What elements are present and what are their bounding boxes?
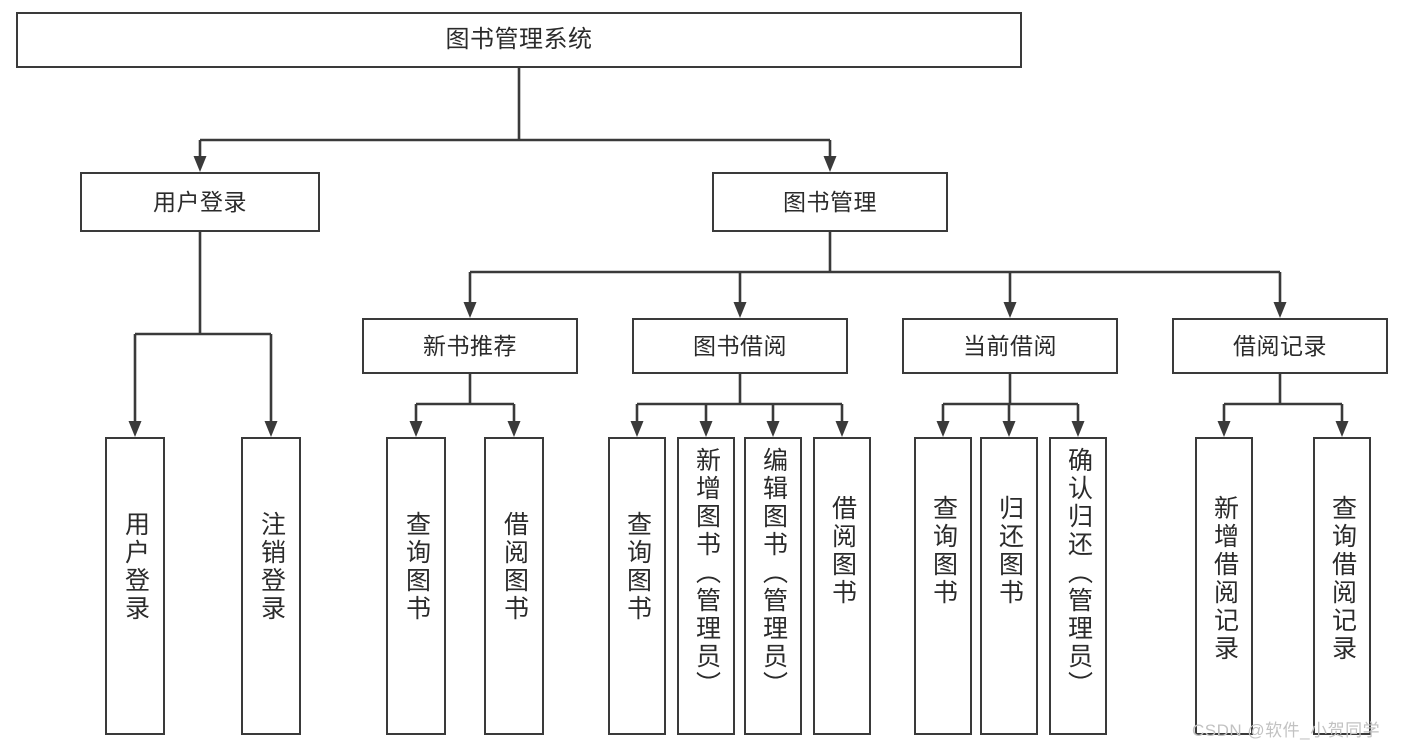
node-leaf_5[interactable]: 新增图书（管理员） xyxy=(677,437,735,735)
node-leaf_7[interactable]: 借阅图书 xyxy=(813,437,871,735)
arrow-head-leaf_2 xyxy=(409,421,423,437)
node-label-l1_0: 用户登录 xyxy=(153,188,247,215)
arrow-head-l1_1 xyxy=(823,156,837,172)
node-label-leaf_10: 确认归还（管理员） xyxy=(1064,447,1093,699)
node-l2_3[interactable]: 借阅记录 xyxy=(1172,318,1388,374)
node-leaf_2[interactable]: 查询图书 xyxy=(386,437,446,735)
node-label-l2_1: 图书借阅 xyxy=(693,332,787,359)
arrow-head-l2_2 xyxy=(1003,302,1017,318)
node-leaf_8[interactable]: 查询图书 xyxy=(914,437,972,735)
arrow-head-leaf_7 xyxy=(835,421,849,437)
arrow-head-leaf_12 xyxy=(1335,421,1349,437)
node-leaf_3[interactable]: 借阅图书 xyxy=(484,437,544,735)
node-label-leaf_5: 新增图书（管理员） xyxy=(692,447,721,699)
node-leaf_6[interactable]: 编辑图书（管理员） xyxy=(744,437,802,735)
node-l1_1[interactable]: 图书管理 xyxy=(712,172,948,232)
node-label-leaf_8: 查询图书 xyxy=(929,495,958,607)
arrow-head-leaf_0 xyxy=(128,421,142,437)
arrow-head-leaf_5 xyxy=(699,421,713,437)
node-l2_2[interactable]: 当前借阅 xyxy=(902,318,1118,374)
node-label-leaf_6: 编辑图书（管理员） xyxy=(759,447,788,699)
node-leaf_11[interactable]: 新增借阅记录 xyxy=(1195,437,1253,735)
node-leaf_9[interactable]: 归还图书 xyxy=(980,437,1038,735)
node-leaf_4[interactable]: 查询图书 xyxy=(608,437,666,735)
csdn-watermark: CSDN @软件_小贺同学 xyxy=(1192,721,1381,740)
node-leaf_0[interactable]: 用户登录 xyxy=(105,437,165,735)
node-label-root: 图书管理系统 xyxy=(445,26,593,54)
node-label-leaf_1: 注销登录 xyxy=(257,511,286,623)
node-l1_0[interactable]: 用户登录 xyxy=(80,172,320,232)
node-leaf_1[interactable]: 注销登录 xyxy=(241,437,301,735)
arrow-head-leaf_11 xyxy=(1217,421,1231,437)
node-label-l2_2: 当前借阅 xyxy=(963,332,1057,359)
arrow-head-l2_3 xyxy=(1273,302,1287,318)
node-label-leaf_9: 归还图书 xyxy=(995,495,1024,607)
arrow-head-leaf_10 xyxy=(1071,421,1085,437)
arrow-head-leaf_1 xyxy=(264,421,278,437)
node-root[interactable]: 图书管理系统 xyxy=(16,12,1022,68)
node-leaf_10[interactable]: 确认归还（管理员） xyxy=(1049,437,1107,735)
node-label-leaf_11: 新增借阅记录 xyxy=(1210,495,1239,663)
node-label-leaf_4: 查询图书 xyxy=(623,511,652,623)
node-label-leaf_7: 借阅图书 xyxy=(828,495,857,607)
arrow-head-l2_1 xyxy=(733,302,747,318)
node-label-l2_0: 新书推荐 xyxy=(423,332,517,359)
node-label-leaf_3: 借阅图书 xyxy=(500,511,529,623)
arrow-head-leaf_9 xyxy=(1002,421,1016,437)
node-l2_0[interactable]: 新书推荐 xyxy=(362,318,578,374)
node-leaf_12[interactable]: 查询借阅记录 xyxy=(1313,437,1371,735)
arrow-head-leaf_6 xyxy=(766,421,780,437)
arrow-head-leaf_8 xyxy=(936,421,950,437)
node-label-leaf_0: 用户登录 xyxy=(121,511,150,623)
node-label-leaf_2: 查询图书 xyxy=(402,511,431,623)
node-label-leaf_12: 查询借阅记录 xyxy=(1328,495,1357,663)
node-label-l2_3: 借阅记录 xyxy=(1233,332,1327,359)
node-label-l1_1: 图书管理 xyxy=(783,188,877,215)
arrow-head-l2_0 xyxy=(463,302,477,318)
arrow-head-leaf_3 xyxy=(507,421,521,437)
node-l2_1[interactable]: 图书借阅 xyxy=(632,318,848,374)
arrow-head-l1_0 xyxy=(193,156,207,172)
arrow-head-leaf_4 xyxy=(630,421,644,437)
